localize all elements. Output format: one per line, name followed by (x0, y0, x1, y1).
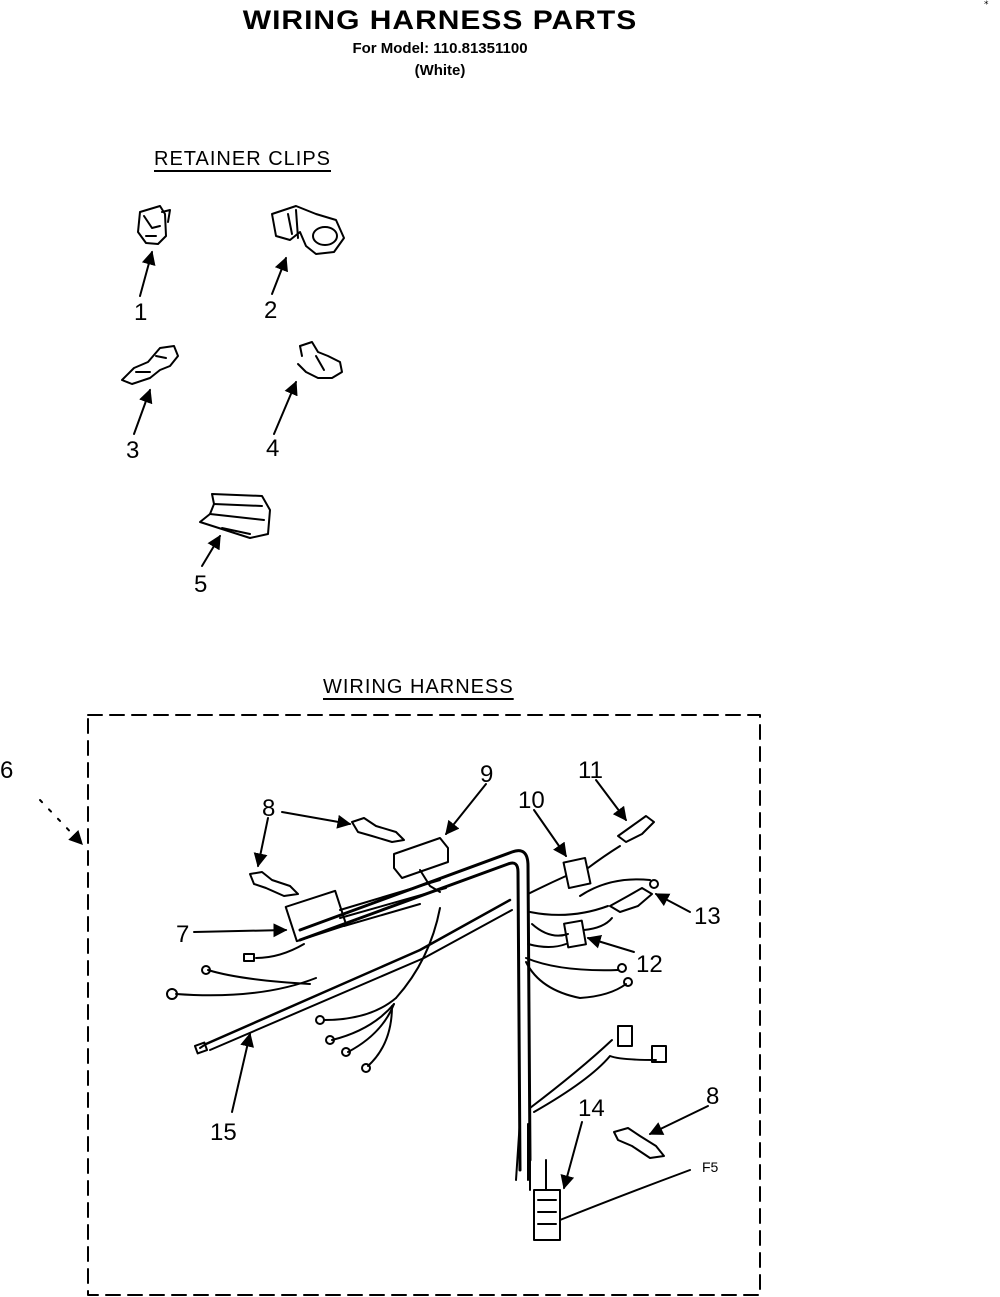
connector-12 (527, 917, 613, 949)
callout-5: 5 (194, 571, 207, 598)
callout-arrow-12 (586, 934, 635, 953)
wiring-harness-heading: WIRING HARNESS (323, 676, 514, 698)
callout-arrow-15 (231, 1032, 254, 1113)
harness-trunk (204, 849, 532, 1181)
callout-arrow-9 (445, 783, 487, 836)
page-title: WIRING HARNESS PARTS (242, 5, 638, 36)
variant-label: (White) (414, 62, 466, 79)
callout-arrow-11 (595, 779, 627, 822)
callout-7: 7 (176, 921, 189, 948)
callout-8-upper: 8 (262, 795, 275, 822)
left-wire-leads (166, 907, 441, 1073)
terminal-13 (529, 878, 659, 916)
connector-10 (527, 845, 621, 895)
clip-part-3 (121, 345, 179, 385)
callout-arrow-7 (193, 923, 288, 938)
callout-13: 13 (694, 903, 721, 930)
callout-6: 6 (0, 757, 13, 784)
callout-arrow-5 (201, 534, 221, 567)
callout-3: 3 (126, 437, 139, 464)
callout-15: 15 (210, 1119, 237, 1146)
callout-10: 10 (518, 787, 545, 814)
clip-part-5 (199, 493, 271, 539)
callout-arrow-14 (560, 1121, 583, 1190)
terminal-11 (617, 815, 655, 843)
callout-2: 2 (264, 297, 277, 324)
clip-part-2 (271, 205, 345, 255)
callout-arrow-3 (133, 388, 153, 435)
callout-11: 11 (578, 757, 603, 784)
callout-12: 12 (636, 951, 663, 978)
callout-9: 9 (480, 761, 493, 788)
callout-arrow-10 (533, 809, 567, 858)
callout-arrow-13 (654, 893, 691, 913)
retainer-clips-heading: RETAINER CLIPS (154, 148, 331, 170)
corner-mark: * (984, 0, 989, 10)
callout-arrow-4 (273, 380, 298, 435)
model-line: For Model: 110.81351100 (352, 40, 528, 57)
clip-part-4 (297, 341, 343, 379)
connector-9 (393, 837, 449, 893)
figure-code: F5 (702, 1159, 719, 1175)
terminal-8-upper (249, 817, 405, 897)
callout-arrow-2 (271, 256, 288, 295)
callout-8-lower: 8 (706, 1083, 719, 1110)
clip-part-1 (137, 205, 171, 245)
connector-7 (284, 889, 348, 943)
callout-arrow-6 (39, 799, 83, 846)
harness-frame (87, 714, 761, 1296)
callout-4: 4 (266, 435, 279, 462)
connector-14 (529, 1159, 691, 1241)
callout-14: 14 (578, 1095, 605, 1122)
right-wire-leads (525, 957, 667, 1113)
callout-arrow-1 (139, 250, 156, 297)
callout-1: 1 (134, 299, 147, 326)
callout-arrow-8-lower (648, 1105, 709, 1135)
terminal-8-lower (613, 1127, 665, 1159)
